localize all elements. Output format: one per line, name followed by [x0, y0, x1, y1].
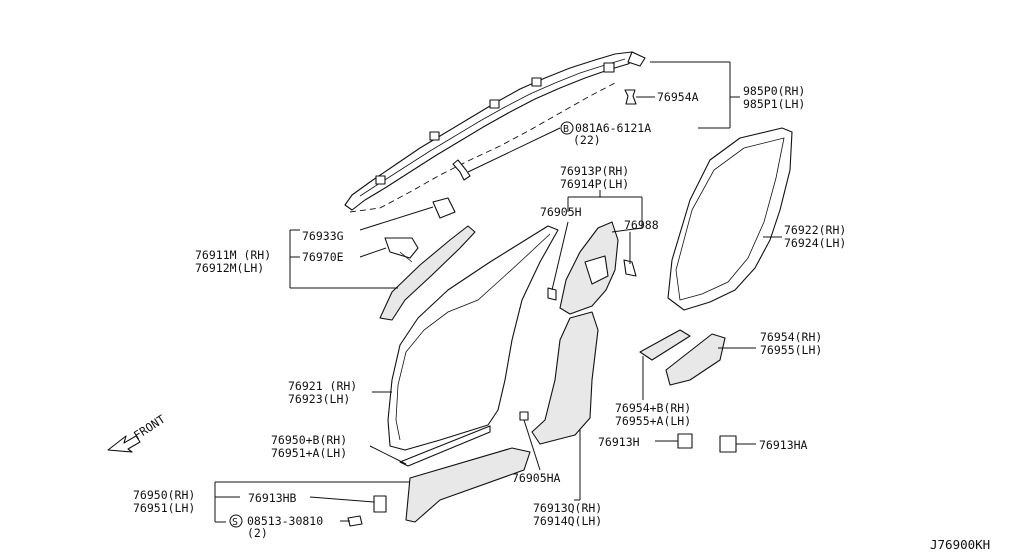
clip-76913hb — [373, 495, 387, 513]
label-76905ha: 76905HA — [512, 471, 561, 485]
rear-kicking-plate — [639, 329, 726, 386]
label-76922: 76922(RH) — [784, 223, 846, 237]
label-76950: 76950(RH) — [133, 488, 195, 502]
label-76970e: 76970E — [302, 250, 344, 264]
label-76913ha: 76913HA — [759, 438, 808, 452]
label-985p0: 985P0(RH) — [743, 84, 805, 98]
leader-lines — [214, 61, 782, 523]
screw-symbol: S — [229, 514, 243, 528]
b-pillar-lower-garnish — [519, 311, 599, 445]
clip-76913ha — [719, 435, 737, 453]
rear-door-weatherstrip — [667, 127, 793, 311]
b-pillar-upper-garnish — [547, 221, 637, 315]
label-screw-qty: (2) — [247, 526, 268, 540]
label-76914p: 76914P(LH) — [560, 177, 629, 191]
label-76988: 76988 — [624, 218, 659, 232]
label-76913hb: 76913HB — [248, 491, 297, 505]
label-76955a: 76955+A(LH) — [615, 414, 691, 428]
label-76913h: 76913H — [598, 435, 640, 449]
label-76954: 76954(RH) — [760, 330, 822, 344]
label-76914q: 76914Q(LH) — [533, 514, 602, 528]
front-kicking-plate — [399, 425, 531, 523]
label-76955: 76955(LH) — [760, 343, 822, 357]
front-arrow: FRONT — [107, 412, 168, 453]
label-bolt-part: 081A6-6121A — [575, 121, 651, 135]
label-76921: 76921 (RH) — [288, 379, 357, 393]
label-bolt-qty: (22) — [573, 133, 601, 147]
front-door-weatherstrip — [387, 225, 559, 451]
curtain-airbag-module — [344, 51, 646, 213]
label-76913q: 76913Q(RH) — [533, 501, 602, 515]
clip-76954a — [624, 89, 637, 105]
a-pillar-garnish — [379, 197, 476, 321]
front-label: FRONT — [131, 412, 168, 443]
label-76911m: 76911M (RH) — [195, 248, 271, 262]
label-76954a: 76954A — [657, 90, 699, 104]
label-76951: 76951(LH) — [133, 501, 195, 515]
label-985p1: 985P1(LH) — [743, 97, 805, 111]
label-screw-part: 08513-30810 — [247, 514, 323, 528]
label-76950b: 76950+B(RH) — [271, 433, 347, 447]
label-76951a: 76951+A(LH) — [271, 446, 347, 460]
bolt-symbol: B — [560, 121, 574, 135]
label-76954b: 76954+B(RH) — [615, 401, 691, 415]
label-76924: 76924(LH) — [784, 236, 846, 250]
screw-08513 — [347, 515, 363, 527]
svg-text:S: S — [232, 517, 238, 528]
diagram-code: J76900KH — [930, 537, 990, 552]
label-76905h: 76905H — [540, 205, 582, 219]
bolt-081a6 — [452, 159, 471, 181]
label-76923: 76923(LH) — [288, 392, 350, 406]
label-76933g: 76933G — [302, 229, 344, 243]
label-76912m: 76912M(LH) — [195, 261, 264, 275]
label-76913p: 76913P(RH) — [560, 164, 629, 178]
clip-76913h — [677, 433, 693, 449]
svg-text:B: B — [563, 124, 569, 135]
